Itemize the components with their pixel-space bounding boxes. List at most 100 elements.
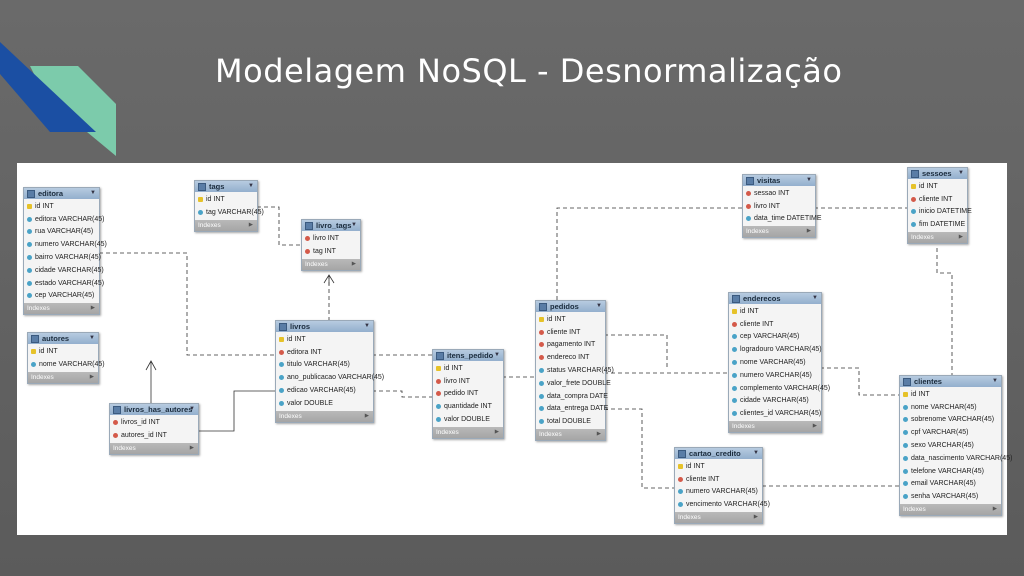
table-field[interactable]: id INT	[195, 193, 257, 206]
table-field[interactable]: cliente INT	[536, 326, 605, 339]
table-header[interactable]: visitas▼	[743, 175, 815, 186]
table-field[interactable]: sexo VARCHAR(45)	[900, 439, 1001, 452]
table-field[interactable]: cliente INT	[908, 193, 967, 206]
expand-right-icon[interactable]: ▶	[812, 423, 817, 430]
table-header[interactable]: livro_tags▼	[302, 220, 360, 231]
table-field[interactable]: id INT	[908, 180, 967, 193]
expand-arrow-icon[interactable]: ▼	[992, 378, 998, 384]
table-field[interactable]: id INT	[675, 460, 762, 473]
table-field[interactable]: pagamento INT	[536, 339, 605, 352]
indexes-footer[interactable]: Indexes▶	[675, 512, 762, 524]
table-field[interactable]: nome VARCHAR(45)	[28, 358, 105, 371]
expand-right-icon[interactable]: ▶	[958, 234, 963, 241]
table-field[interactable]: clientes_id VARCHAR(45)	[729, 407, 821, 420]
indexes-footer[interactable]: Indexes▶	[743, 226, 815, 238]
table-field[interactable]: tag INT	[302, 245, 360, 258]
table-field[interactable]: telefone VARCHAR(45)	[900, 465, 1001, 478]
expand-arrow-icon[interactable]: ▼	[189, 406, 195, 412]
table-field[interactable]: rua VARCHAR(45)	[24, 226, 99, 239]
table-header[interactable]: cartao_credito▼	[675, 448, 762, 459]
table-header[interactable]: tags▼	[195, 181, 257, 192]
table-field[interactable]: tag VARCHAR(45)	[195, 206, 264, 219]
table-field[interactable]: cliente INT	[675, 473, 762, 486]
table-header[interactable]: editora▼	[24, 188, 99, 199]
table-field[interactable]: estado VARCHAR(45)	[24, 277, 104, 290]
table-field[interactable]: cliente INT	[729, 318, 821, 331]
table-field[interactable]: valor DOUBLE	[433, 413, 503, 426]
expand-right-icon[interactable]: ▶	[90, 305, 95, 312]
table-field[interactable]: id INT	[28, 345, 98, 358]
table-header[interactable]: sessoes▼	[908, 168, 967, 179]
indexes-footer[interactable]: Indexes▶	[24, 303, 99, 315]
table-field[interactable]: numero VARCHAR(45)	[675, 486, 762, 499]
table-field[interactable]: cidade VARCHAR(45)	[729, 395, 821, 408]
table-field[interactable]: nome VARCHAR(45)	[900, 401, 1001, 414]
table-field[interactable]: inicio DATETIME	[908, 206, 972, 219]
table-header[interactable]: pedidos▼	[536, 301, 605, 312]
table-field[interactable]: fim DATETIME	[908, 218, 967, 231]
table-field[interactable]: valor DOUBLE	[276, 397, 373, 410]
table-field[interactable]: editora INT	[276, 346, 373, 359]
table-field[interactable]: numero VARCHAR(45)	[729, 369, 821, 382]
table-field[interactable]: id INT	[433, 362, 503, 375]
indexes-footer[interactable]: Indexes▶	[276, 410, 373, 422]
table-field[interactable]: numero VARCHAR(45)	[24, 238, 107, 251]
table-field[interactable]: autores_id INT	[110, 429, 198, 442]
expand-arrow-icon[interactable]: ▼	[806, 177, 812, 183]
indexes-footer[interactable]: Indexes▶	[908, 232, 967, 244]
table-field[interactable]: cep VARCHAR(45)	[24, 290, 99, 303]
expand-right-icon[interactable]: ▶	[806, 228, 811, 235]
table-field[interactable]: data_nascimento VARCHAR(45)	[900, 452, 1012, 465]
expand-arrow-icon[interactable]: ▼	[351, 222, 357, 228]
table-field[interactable]: bairro VARCHAR(45)	[24, 251, 101, 264]
indexes-footer[interactable]: Indexes▶	[900, 504, 1001, 516]
table-field[interactable]: edicao VARCHAR(45)	[276, 384, 373, 397]
table-field[interactable]: id INT	[276, 333, 373, 346]
table-field[interactable]: valor_frete DOUBLE	[536, 377, 611, 390]
indexes-footer[interactable]: Indexes▶	[302, 258, 360, 270]
indexes-footer[interactable]: Indexes▶	[729, 421, 821, 433]
expand-right-icon[interactable]: ▶	[89, 373, 94, 380]
table-field[interactable]: status VARCHAR(45)	[536, 364, 614, 377]
expand-arrow-icon[interactable]: ▼	[812, 295, 818, 301]
table-field[interactable]: nome VARCHAR(45)	[729, 356, 821, 369]
table-field[interactable]: vencimento VARCHAR(45)	[675, 498, 770, 511]
indexes-footer[interactable]: Indexes▶	[536, 429, 605, 441]
expand-arrow-icon[interactable]: ▼	[596, 303, 602, 309]
table-field[interactable]: editora VARCHAR(45)	[24, 213, 105, 226]
table-field[interactable]: cep VARCHAR(45)	[729, 331, 821, 344]
expand-right-icon[interactable]: ▶	[351, 260, 356, 267]
expand-right-icon[interactable]: ▶	[189, 444, 194, 451]
expand-right-icon[interactable]: ▶	[753, 514, 758, 521]
table-field[interactable]: livro INT	[433, 375, 503, 388]
expand-right-icon[interactable]: ▶	[248, 221, 253, 228]
table-header[interactable]: clientes▼	[900, 376, 1001, 387]
expand-arrow-icon[interactable]: ▼	[364, 323, 370, 329]
indexes-footer[interactable]: Indexes▶	[28, 371, 98, 383]
table-field[interactable]: email VARCHAR(45)	[900, 478, 1001, 491]
expand-right-icon[interactable]: ▶	[596, 431, 601, 438]
expand-arrow-icon[interactable]: ▼	[494, 352, 500, 358]
table-field[interactable]: quantidade INT	[433, 400, 503, 413]
table-header[interactable]: enderecos▼	[729, 293, 821, 304]
table-field[interactable]: id INT	[900, 388, 1001, 401]
table-field[interactable]: sobrenome VARCHAR(45)	[900, 414, 1001, 427]
table-field[interactable]: cidade VARCHAR(45)	[24, 264, 104, 277]
table-field[interactable]: data_entrega DATE	[536, 403, 608, 416]
table-field[interactable]: pedido INT	[433, 388, 503, 401]
table-field[interactable]: sessao INT	[743, 187, 815, 200]
table-field[interactable]: senha VARCHAR(45)	[900, 490, 1001, 503]
table-field[interactable]: id INT	[536, 313, 605, 326]
expand-arrow-icon[interactable]: ▼	[248, 183, 254, 189]
expand-arrow-icon[interactable]: ▼	[958, 170, 964, 176]
